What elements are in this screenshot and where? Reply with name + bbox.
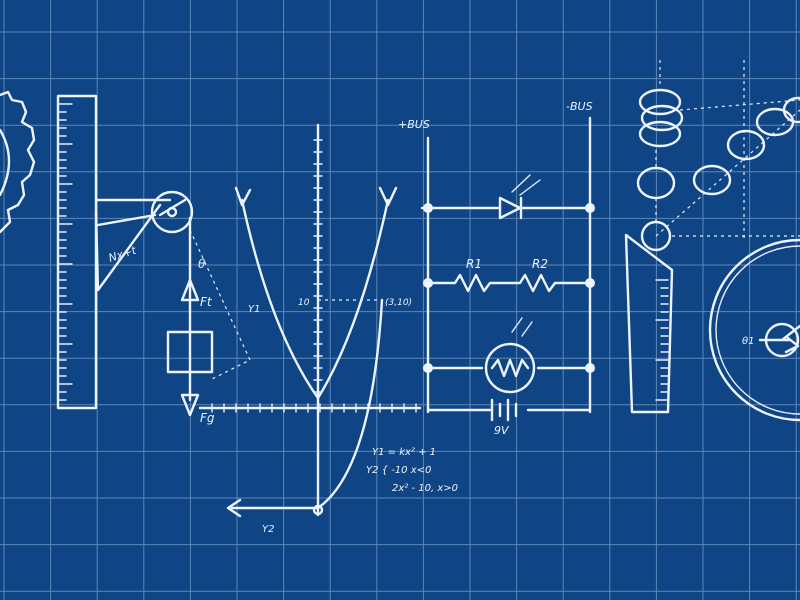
circuit-diagram: +BUS -BUS R1 R2 9V bbox=[398, 100, 595, 437]
bus-positive-label: +BUS bbox=[398, 118, 430, 131]
resistor-2-label: R2 bbox=[532, 257, 548, 271]
curve-y1-label: Y1 bbox=[248, 304, 260, 315]
resistor-1-label: R1 bbox=[466, 257, 482, 271]
theta-label: θ bbox=[198, 257, 206, 271]
angled-ruler-icon bbox=[624, 233, 674, 414]
spring-coil bbox=[636, 60, 684, 252]
projectile-trajectory bbox=[655, 60, 800, 240]
battery-voltage-label: 9V bbox=[494, 424, 510, 437]
function-graph: 10 (3,10) Y1 Y2 Y1 = kx² + 1 Y2 { -10 x<… bbox=[198, 123, 458, 535]
ruler-icon bbox=[56, 94, 98, 410]
force-tension-label: Ft bbox=[200, 295, 213, 309]
rotation-wheel: θ1 bbox=[708, 238, 800, 422]
curve-y2-label: Y2 bbox=[262, 524, 274, 535]
gear-icon bbox=[0, 90, 36, 234]
pulley-icon: Nx+t θ Ft Fg bbox=[94, 190, 251, 425]
equation-2: Y2 { -10 x<0 bbox=[366, 465, 431, 476]
theta-1-label: θ1 bbox=[742, 336, 754, 347]
axis-ten-label: 10 bbox=[298, 298, 310, 308]
pulley-label: Nx+t bbox=[107, 244, 139, 265]
force-gravity-label: Fg bbox=[200, 411, 215, 425]
equation-3: 2x² - 10, x>0 bbox=[392, 483, 458, 494]
point-label: (3,10) bbox=[385, 298, 412, 308]
bus-negative-label: -BUS bbox=[566, 100, 593, 113]
equation-1: Y1 = kx² + 1 bbox=[372, 447, 436, 458]
